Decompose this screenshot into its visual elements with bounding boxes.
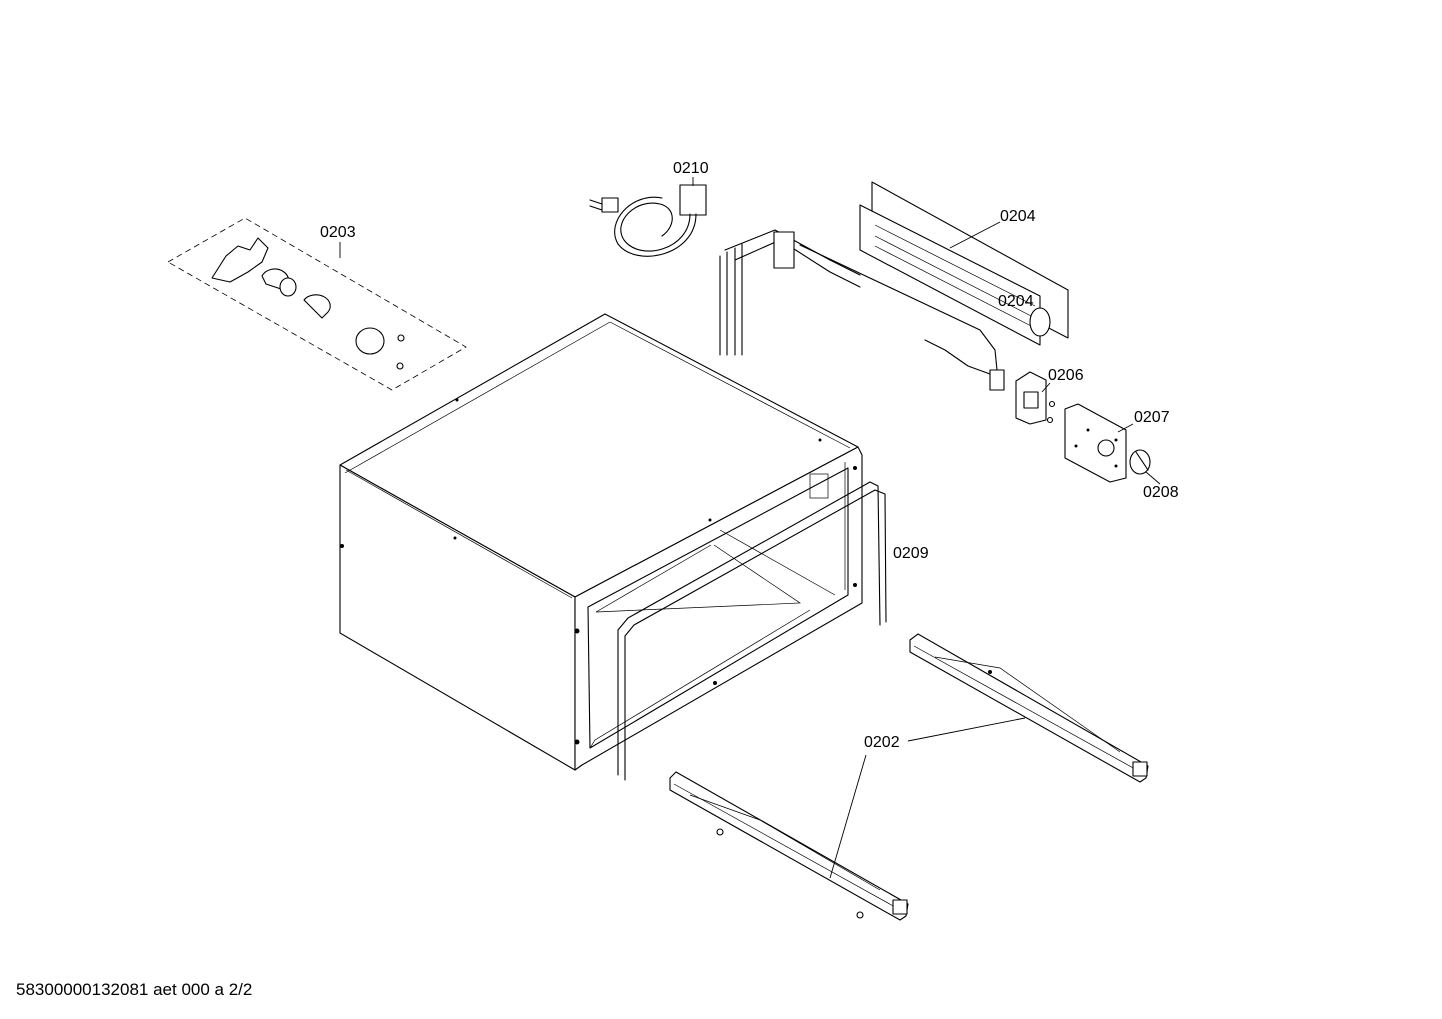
thermostat [1015, 371, 1056, 425]
control-bracket [1064, 403, 1127, 483]
label-0202: 0202 [864, 734, 900, 751]
telescopic-rail-right [909, 633, 1149, 783]
telescopic-rail-left [669, 771, 909, 921]
label-0204-second: 0204 [998, 293, 1034, 310]
label-0204: 0204 [1000, 208, 1036, 225]
control-knob [1129, 449, 1151, 475]
label-0208: 0208 [1143, 484, 1179, 501]
label-0209: 0209 [893, 545, 929, 562]
fan-motor-kit [167, 217, 467, 391]
heater-fan-assembly [719, 181, 1069, 391]
door-gasket [617, 481, 887, 781]
power-cable [589, 184, 707, 257]
label-0203: 0203 [320, 224, 356, 241]
label-0210: 0210 [673, 160, 709, 177]
cabinet-housing [339, 313, 863, 771]
leader-lines [339, 177, 1161, 879]
document-code: 58300000132081 aet 000 a 2/2 [16, 980, 253, 999]
label-0206: 0206 [1048, 367, 1084, 384]
label-0207: 0207 [1134, 409, 1170, 426]
